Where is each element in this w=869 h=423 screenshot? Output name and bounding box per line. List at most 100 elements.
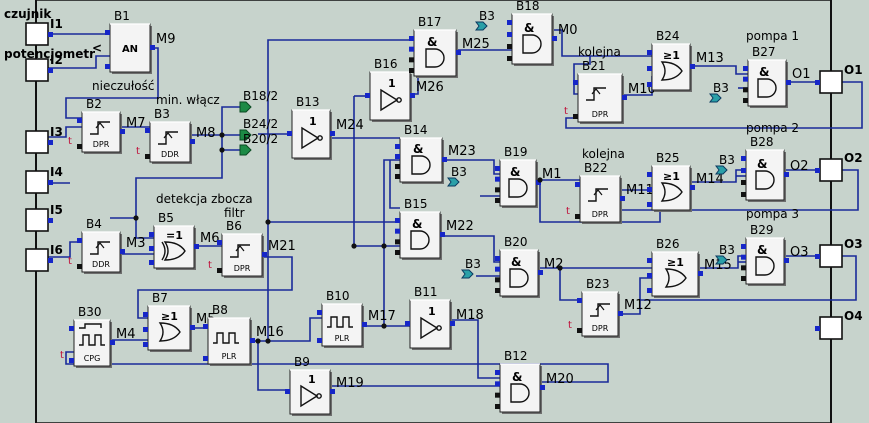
input-pin[interactable] [741, 192, 746, 197]
input-pin[interactable] [507, 32, 512, 37]
input-pin[interactable] [647, 273, 652, 278]
output-pin[interactable] [450, 321, 455, 326]
input-pin[interactable] [741, 180, 746, 185]
output-pin[interactable] [150, 45, 155, 50]
input-pin[interactable] [575, 182, 580, 187]
input-pin[interactable] [495, 288, 500, 293]
input-pin[interactable] [143, 342, 148, 347]
input-pin[interactable] [409, 46, 414, 52]
connector-b24-2[interactable] [239, 129, 252, 141]
input-pin[interactable] [495, 176, 500, 182]
output-pin[interactable] [690, 185, 695, 190]
input-pin[interactable] [405, 321, 410, 326]
output-pin[interactable] [784, 258, 789, 263]
input-pin[interactable] [495, 166, 500, 171]
output-terminal-o3[interactable] [815, 244, 843, 268]
input-pin[interactable] [143, 327, 148, 332]
output-terminal-o2[interactable] [815, 158, 843, 182]
output-pin[interactable] [690, 64, 695, 69]
input-pin[interactable] [69, 326, 74, 331]
input-pin[interactable] [647, 288, 652, 293]
output-pin[interactable] [262, 252, 267, 257]
output-pin[interactable] [786, 80, 791, 85]
input-pin[interactable] [573, 114, 578, 119]
input-pin[interactable] [317, 310, 322, 315]
input-pin[interactable] [149, 246, 154, 251]
output-pin[interactable] [456, 50, 461, 55]
input-pin[interactable] [741, 276, 746, 281]
input-pin[interactable] [77, 238, 82, 243]
output-pin[interactable] [120, 249, 125, 254]
input-pin[interactable] [105, 30, 110, 35]
input-pin[interactable] [495, 370, 500, 375]
input-pin[interactable] [743, 87, 748, 93]
input-pin[interactable] [395, 239, 400, 245]
output-pin[interactable] [440, 232, 445, 237]
input-pin[interactable] [217, 268, 222, 273]
input-pin[interactable] [741, 244, 746, 249]
input-pin[interactable] [495, 277, 500, 283]
input-pin[interactable] [495, 187, 500, 193]
input-pin[interactable] [77, 118, 82, 123]
input-pin[interactable] [577, 298, 582, 303]
output-pin[interactable] [622, 95, 627, 100]
input-pin[interactable] [395, 144, 400, 149]
output-pin[interactable] [442, 157, 447, 162]
input-pin[interactable] [395, 174, 400, 179]
input-pin[interactable] [647, 202, 652, 207]
input-pin[interactable] [741, 254, 746, 260]
input-pin[interactable] [495, 392, 500, 398]
input-pin[interactable] [647, 66, 652, 71]
input-pin[interactable] [285, 389, 290, 394]
input-pin[interactable] [647, 258, 652, 263]
input-pin[interactable] [495, 266, 500, 272]
output-pin[interactable] [250, 338, 255, 343]
input-pin[interactable] [647, 172, 652, 177]
input-pin[interactable] [409, 36, 414, 41]
input-pin[interactable] [575, 214, 580, 219]
output-terminal-o4[interactable] [815, 316, 843, 340]
input-pin[interactable] [647, 82, 652, 87]
output-pin[interactable] [194, 244, 199, 249]
input-pin[interactable] [743, 66, 748, 71]
input-pin[interactable] [365, 93, 370, 98]
input-pin[interactable] [143, 312, 148, 317]
input-pin[interactable] [577, 328, 582, 333]
output-pin[interactable] [190, 325, 195, 330]
input-pin[interactable] [203, 356, 208, 361]
input-pin[interactable] [77, 144, 82, 149]
input-pin[interactable] [743, 76, 748, 82]
input-pin[interactable] [741, 168, 746, 173]
input-pin[interactable] [495, 404, 500, 409]
input-pin[interactable] [149, 232, 154, 237]
input-pin[interactable] [743, 98, 748, 103]
input-pin[interactable] [105, 64, 110, 69]
input-pin[interactable] [495, 256, 500, 261]
output-pin[interactable] [410, 93, 415, 98]
input-terminal-i5[interactable] [25, 208, 53, 232]
input-pin[interactable] [203, 324, 208, 329]
output-terminal-o1[interactable] [815, 70, 843, 94]
input-terminal-i3[interactable] [25, 130, 53, 154]
input-pin[interactable] [395, 164, 400, 169]
output-pin[interactable] [540, 385, 545, 390]
output-pin[interactable] [620, 196, 625, 201]
